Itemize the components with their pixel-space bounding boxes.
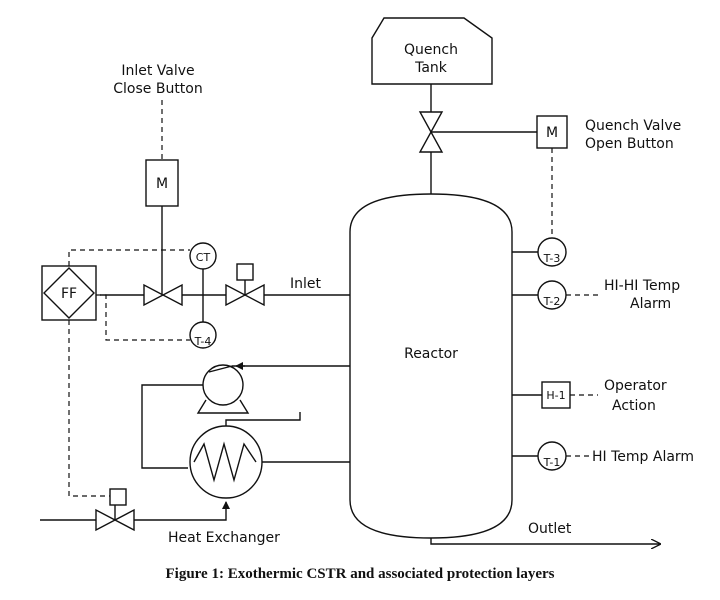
t1-label: T-1	[543, 456, 561, 469]
h1-label: H-1	[546, 389, 565, 402]
reactor-label: Reactor	[404, 346, 458, 362]
hihi-alarm-label-2: Alarm	[630, 296, 671, 312]
ct-label: CT	[196, 251, 211, 264]
coolant-in-line-b	[134, 501, 230, 521]
ff-to-ct-dash	[68, 249, 190, 266]
outlet-line	[430, 538, 660, 544]
quench-tank-label-2: Tank	[414, 60, 448, 76]
t2-label: T-2	[543, 295, 561, 308]
operator-action-label-2: Action	[612, 398, 656, 414]
hihi-alarm-label-1: HI-HI Temp	[604, 278, 680, 294]
reactor-vessel: Reactor	[349, 193, 513, 539]
t3-label: T-3	[543, 252, 561, 265]
heat-exchanger-label: Heat Exchanger	[168, 530, 280, 546]
circulation-pump	[196, 364, 250, 414]
inlet-valve-button-label-2: Close Button	[113, 81, 202, 97]
inlet-valve-button-label-1: Inlet Valve	[121, 63, 194, 79]
hi-temp-alarm-label: HI Temp Alarm	[592, 449, 694, 465]
ff-to-t4-dash	[96, 294, 190, 341]
t3-sensor	[537, 237, 567, 267]
coolant-valve-actuator	[109, 488, 127, 506]
t4-label: T-4	[194, 335, 212, 348]
outlet-label: Outlet	[528, 521, 572, 537]
coolant-out-line	[225, 412, 301, 426]
quench-valve-button-label-2: Open Button	[585, 136, 674, 152]
pump-loop-line	[141, 384, 203, 469]
inlet-label: Inlet	[290, 276, 322, 292]
quench-tank-label-1: Quench	[404, 42, 458, 58]
quench-valve-button-label-1: Quench Valve	[585, 118, 681, 134]
ff-to-coolant-dash	[68, 320, 110, 497]
inlet-control-actuator	[236, 263, 254, 281]
ff-controller: FF	[41, 265, 97, 321]
quench-motor-label: M	[546, 125, 558, 141]
heat-exchanger	[189, 425, 263, 499]
figure-caption: Figure 1: Exothermic CSTR and associated…	[166, 566, 555, 582]
inlet-close-valve	[143, 283, 183, 307]
quench-tank: Quench Tank	[371, 17, 493, 85]
operator-action-label-1: Operator	[604, 378, 667, 394]
inlet-motor-label: M	[156, 176, 168, 192]
ff-label: FF	[61, 286, 77, 302]
